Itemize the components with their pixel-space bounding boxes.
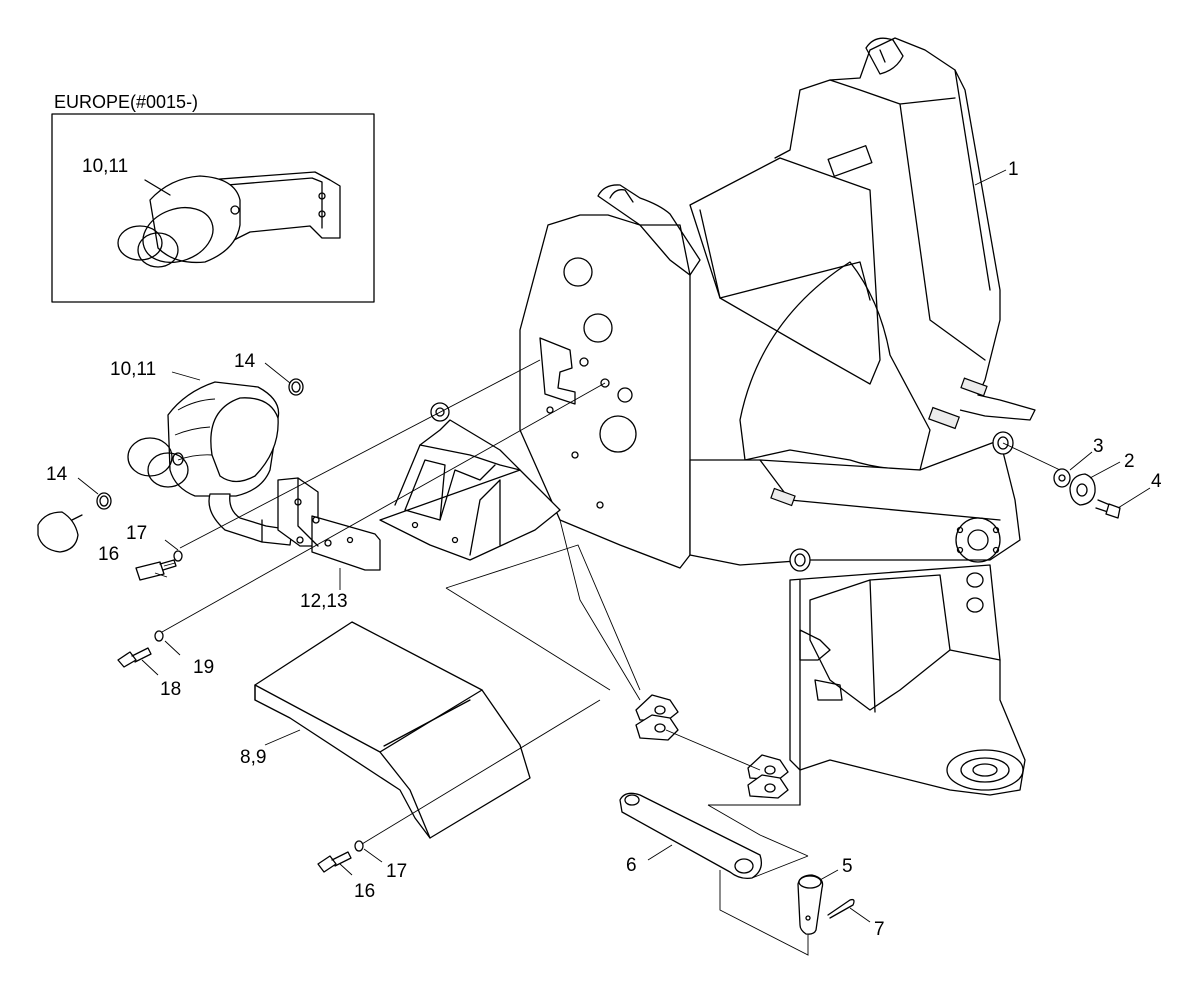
label-bolt-bottom: 16	[354, 881, 376, 902]
label-cover: 8,9	[240, 747, 267, 768]
frame-assembly	[519, 37, 1036, 806]
inset-title: EUROPE(#0015-)	[54, 92, 199, 112]
label-bolt-4: 4	[1151, 471, 1162, 492]
label-bolt-mid: 16	[98, 544, 120, 565]
label-pin: 5	[842, 856, 853, 877]
label-ring-left: 14	[46, 464, 68, 485]
label-bracket: 12,13	[300, 591, 348, 612]
label-washer-lower: 19	[193, 657, 215, 678]
assembly-lines	[77, 169, 1151, 956]
europe-inset	[51, 113, 375, 303]
hardware	[117, 468, 1121, 935]
label-bolt-lower: 18	[160, 679, 182, 700]
cover-panel	[254, 621, 531, 839]
label-link: 6	[626, 855, 637, 876]
label-ring-top: 14	[234, 351, 256, 372]
label-bushing: 2	[1124, 451, 1135, 472]
label-protector: 10,11	[110, 359, 157, 380]
label-washer-bottom: 17	[386, 861, 408, 882]
label-washer-3: 3	[1093, 436, 1104, 457]
label-inset-protector: 10,11	[82, 156, 129, 177]
left-bracket	[379, 402, 561, 561]
label-cotter: 7	[874, 919, 885, 940]
label-frame: 1	[1008, 159, 1019, 180]
protector-assembly	[37, 378, 381, 571]
label-washer-mid: 17	[126, 523, 148, 544]
